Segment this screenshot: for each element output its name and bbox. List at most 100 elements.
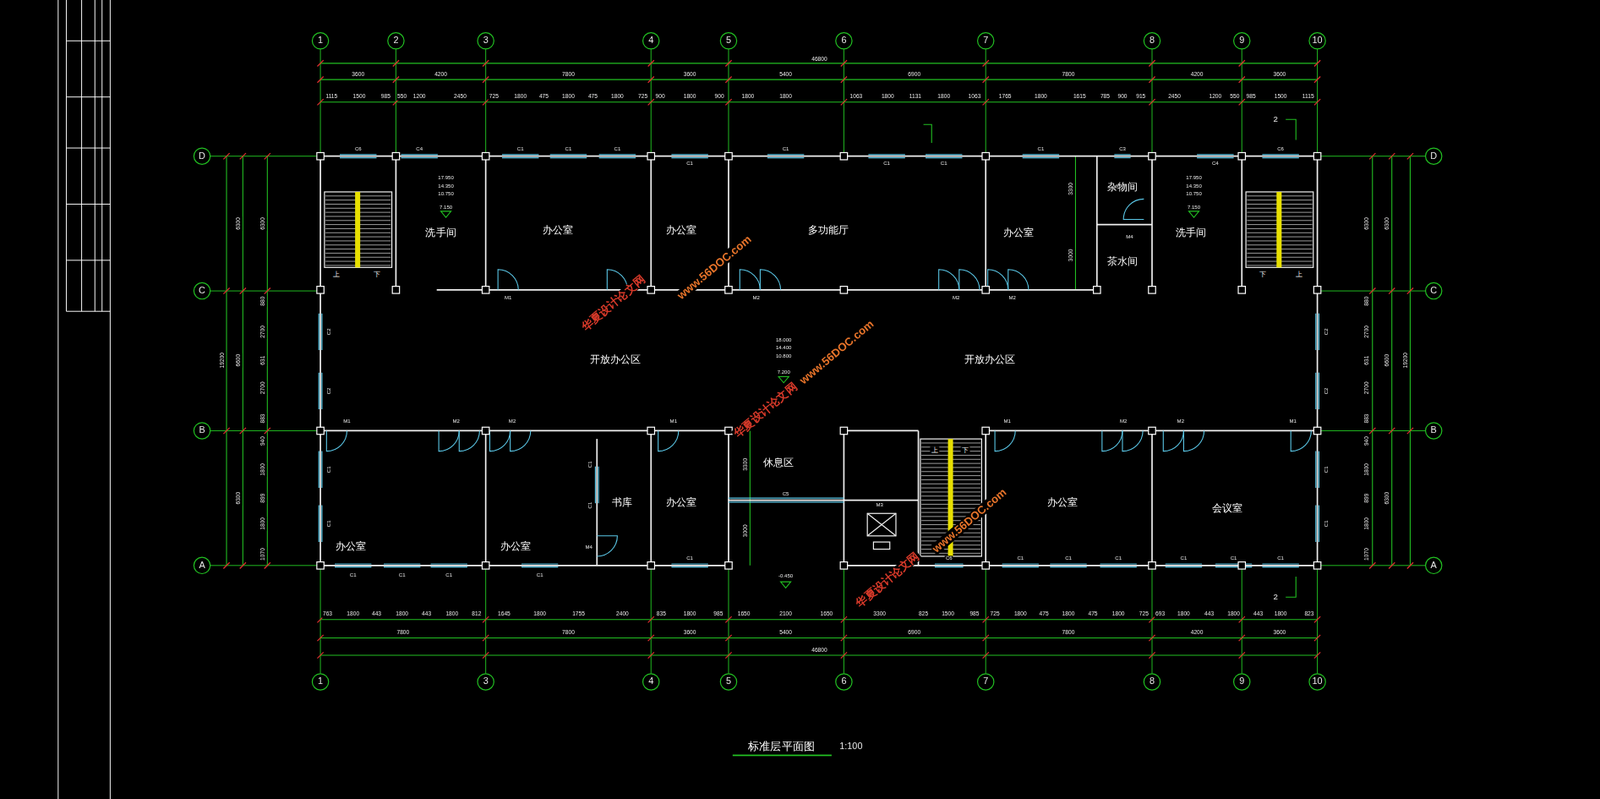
dimension: 1800 bbox=[1364, 516, 1371, 531]
dimension: 1800 bbox=[682, 611, 698, 618]
opening-tag: M1 bbox=[668, 419, 678, 425]
elevator bbox=[867, 513, 896, 549]
dimension: 4200 bbox=[433, 71, 448, 78]
opening-tag: M1 bbox=[503, 295, 514, 301]
dimension: 1500 bbox=[940, 611, 956, 618]
dimension: 1800 bbox=[936, 93, 951, 100]
axis-number: 10 bbox=[1310, 677, 1324, 687]
stair-direction: 下 bbox=[961, 446, 971, 454]
opening-tag: C2 bbox=[326, 327, 332, 336]
dimension: 6300 bbox=[260, 216, 267, 231]
opening-tag: C1 bbox=[1064, 555, 1073, 561]
dimension: 6300 bbox=[235, 216, 242, 231]
dimension: 2400 bbox=[615, 611, 630, 618]
opening-tag: C1 bbox=[326, 464, 332, 474]
opening-tag: M2 bbox=[451, 419, 461, 425]
drawing-title: 标准层平面图 bbox=[746, 740, 819, 752]
watermark: 华夏设计论文网 bbox=[853, 549, 923, 610]
dimension: 3600 bbox=[350, 71, 366, 78]
dimension: 1800 bbox=[1273, 611, 1289, 618]
axis-number: B bbox=[197, 425, 207, 436]
dimension: 880 bbox=[1364, 294, 1371, 307]
room-name: 办公室 bbox=[334, 540, 368, 552]
walls bbox=[320, 156, 1318, 566]
stair-direction: 上 bbox=[1294, 269, 1304, 277]
opening-tag: C3 bbox=[1118, 146, 1127, 152]
stair-direction: 上 bbox=[332, 269, 342, 277]
opening-tag: C6 bbox=[944, 555, 954, 561]
dimension: 900 bbox=[654, 93, 667, 100]
room-name: 茶水间 bbox=[1106, 256, 1140, 267]
dimension: 4200 bbox=[1190, 629, 1205, 636]
watermark: www.56DOC.com bbox=[674, 232, 754, 302]
axis-number: 7 bbox=[982, 36, 989, 46]
dimension: 763 bbox=[322, 611, 334, 618]
opening-tag: M2 bbox=[751, 295, 761, 301]
dimension: 1800 bbox=[513, 93, 528, 100]
dimension: 985 bbox=[380, 93, 393, 100]
dimension: 1115 bbox=[324, 93, 339, 100]
dimension: 899 bbox=[1364, 491, 1371, 504]
opening-tag: C1 bbox=[1323, 518, 1329, 528]
opening-tag: C1 bbox=[781, 146, 791, 152]
room: 办公室 bbox=[985, 156, 1098, 290]
title-block bbox=[58, 0, 111, 799]
dimension: 900 bbox=[1116, 93, 1129, 100]
elevation-mark: 17.950 bbox=[436, 174, 455, 181]
room: 书库 bbox=[596, 430, 651, 565]
axis-number: 8 bbox=[1148, 36, 1156, 46]
room-name: 休息区 bbox=[762, 457, 796, 468]
axis-number: 4 bbox=[647, 677, 655, 687]
opening-tag: C1 bbox=[398, 572, 407, 578]
dimension: 725 bbox=[988, 611, 1001, 618]
dimension: 6900 bbox=[906, 71, 922, 78]
dimension: 880 bbox=[260, 294, 267, 307]
opening-tag: C1 bbox=[1276, 555, 1285, 561]
dimension: 1800 bbox=[1176, 611, 1191, 618]
axis-number: C bbox=[1429, 286, 1438, 296]
elevation-mark: 14.350 bbox=[436, 183, 455, 189]
axis-number: 6 bbox=[840, 36, 847, 46]
dimension: 6300 bbox=[235, 491, 242, 506]
room: 办公室 bbox=[486, 156, 652, 290]
opening-tag: C1 bbox=[685, 160, 694, 166]
dimension: 475 bbox=[1086, 611, 1099, 618]
dimension: 443 bbox=[1203, 611, 1216, 618]
dimension: 1800 bbox=[1226, 611, 1241, 618]
dimension: 19200 bbox=[1403, 351, 1409, 370]
dimension: 1615 bbox=[1072, 93, 1087, 100]
dimension: 1800 bbox=[532, 611, 547, 618]
dimension: 7800 bbox=[395, 629, 410, 636]
axis-number: C bbox=[197, 286, 207, 296]
dimension: 3000 bbox=[742, 523, 749, 538]
window-c5 bbox=[728, 497, 844, 503]
dimension: 900 bbox=[713, 93, 726, 100]
axis-number: A bbox=[197, 560, 207, 570]
dimension: 1755 bbox=[571, 611, 586, 618]
axis-number: 7 bbox=[982, 677, 989, 687]
dimension: 6300 bbox=[1385, 491, 1392, 506]
axis-number: 3 bbox=[481, 677, 489, 687]
stair-direction: 上 bbox=[929, 446, 940, 454]
opening-tag: C1 bbox=[1015, 555, 1025, 561]
room-name: 开放办公区 bbox=[963, 354, 1017, 365]
dimension: 785 bbox=[1099, 93, 1112, 100]
dimension: 1800 bbox=[1111, 611, 1126, 618]
room-name: 书库 bbox=[611, 496, 634, 508]
dimension: 3600 bbox=[682, 629, 698, 636]
room-name: 开放办公区 bbox=[589, 354, 643, 365]
axis-number: D bbox=[197, 151, 207, 161]
dimension: 985 bbox=[1245, 93, 1257, 100]
dimension: 825 bbox=[917, 611, 930, 618]
dimension: 1800 bbox=[444, 611, 459, 618]
opening-tag: M4 bbox=[584, 544, 594, 550]
dimension: 443 bbox=[371, 611, 383, 618]
dimension: 7800 bbox=[561, 71, 576, 78]
opening-tag: M2 bbox=[1175, 419, 1185, 425]
opening-tag: M4 bbox=[1124, 234, 1135, 240]
elevation-mark: 10.800 bbox=[775, 353, 793, 359]
elevation-mark: 10.750 bbox=[436, 191, 455, 197]
elevation-mark: 17.950 bbox=[1184, 174, 1203, 181]
opening-tag: M3 bbox=[874, 502, 885, 508]
room-name: 洗手间 bbox=[1174, 227, 1208, 238]
